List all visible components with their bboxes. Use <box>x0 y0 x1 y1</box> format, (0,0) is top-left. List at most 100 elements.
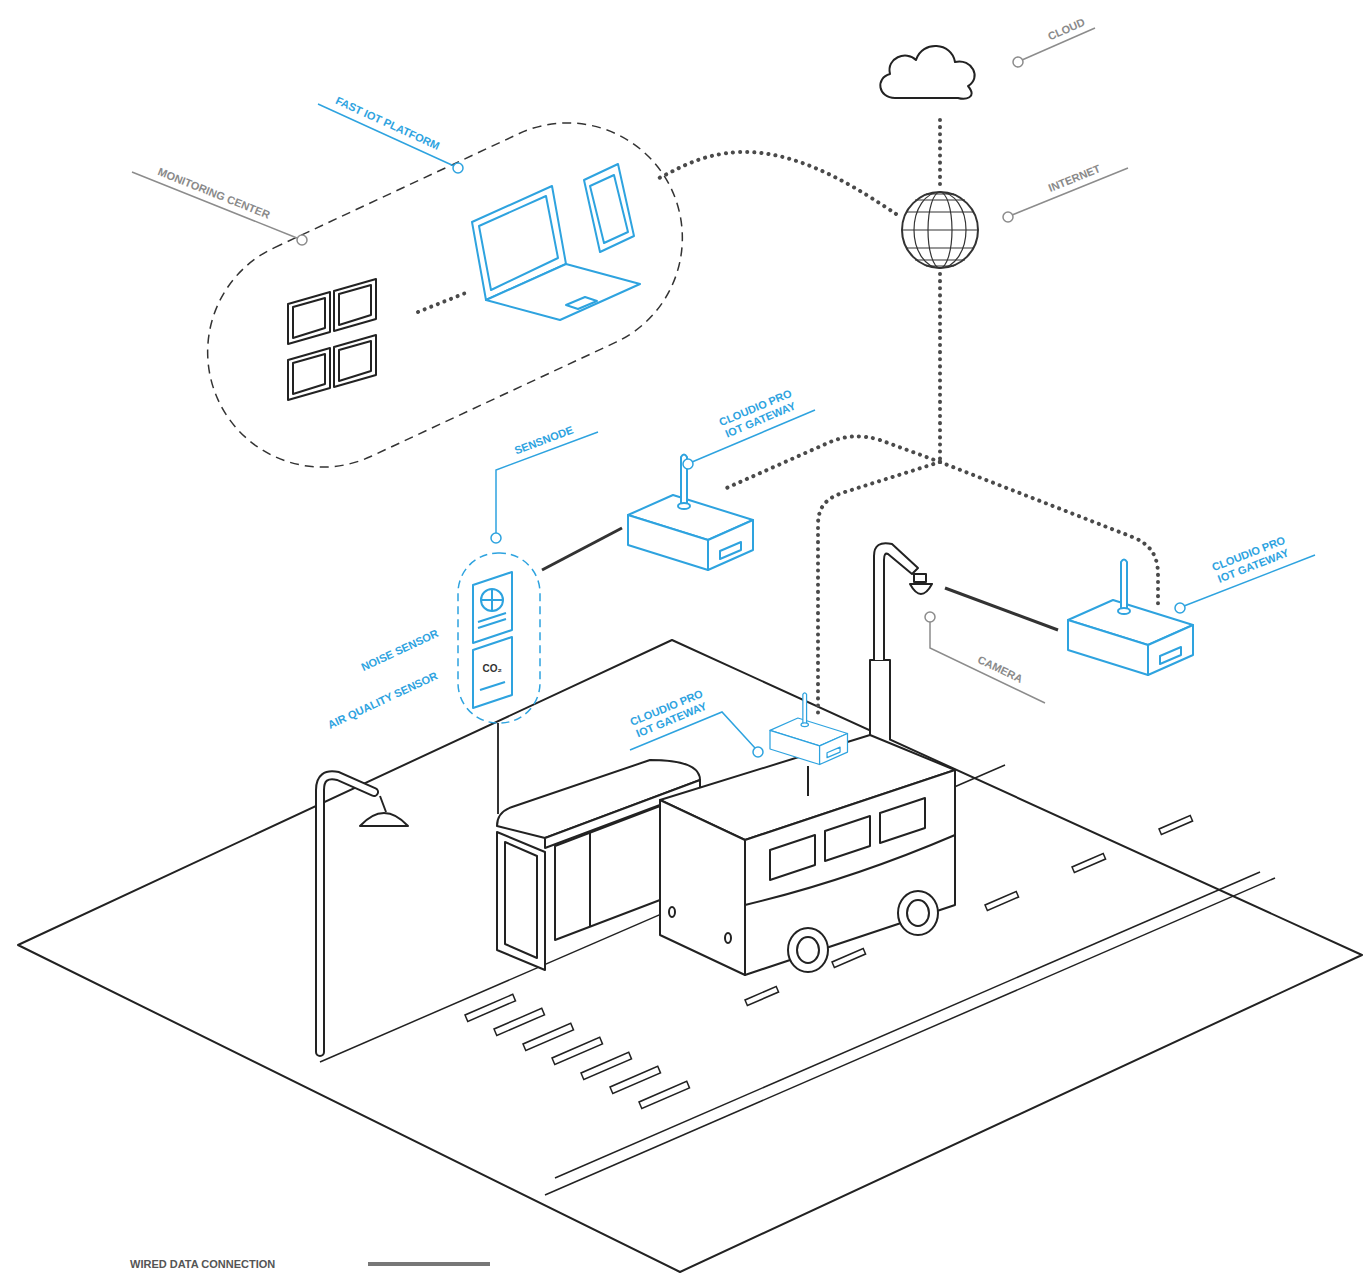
bus <box>725 933 731 943</box>
bus <box>788 928 828 972</box>
monitoring-center <box>293 298 325 338</box>
leader-lines <box>930 622 1045 703</box>
sensor-label: AIR QUALITY SENSOR <box>326 669 440 731</box>
leader-lines <box>1175 603 1185 613</box>
crosswalk <box>523 1023 574 1050</box>
network-dotted-links <box>818 462 940 718</box>
leader-lines <box>1013 57 1023 67</box>
network-dotted-links <box>938 274 942 462</box>
monitoring-center <box>170 85 720 505</box>
sensnode-group <box>458 553 540 723</box>
bus <box>660 800 745 975</box>
street-ground <box>18 640 1362 1272</box>
leader-lines <box>318 104 454 166</box>
crosswalk <box>465 994 690 1108</box>
leader-lines <box>453 163 463 173</box>
bus <box>807 766 809 796</box>
sensnode-group <box>480 682 505 690</box>
callout-label: CLOUD <box>1046 15 1087 43</box>
bus <box>825 816 870 861</box>
globe-icon <box>902 192 978 268</box>
callout-label: CAMERA <box>976 653 1025 686</box>
crosswalk <box>552 1037 603 1064</box>
lane-dashes <box>985 891 1019 910</box>
sensnode-group <box>478 613 506 628</box>
monitoring-center <box>293 354 325 394</box>
iot-gateway <box>628 455 1193 765</box>
laptop-tablet <box>590 175 628 243</box>
crosswalk <box>610 1066 661 1093</box>
bus <box>745 770 955 975</box>
iot-gateway <box>770 693 848 765</box>
wired-links <box>498 528 1058 814</box>
cloud-icon <box>880 46 974 99</box>
street-lamp <box>380 796 386 812</box>
cloud-icon <box>880 46 974 99</box>
camera-pole <box>874 543 918 660</box>
camera-pole <box>914 574 926 582</box>
street-lamp <box>320 775 408 1052</box>
monitoring-center <box>288 292 330 344</box>
sensnode-group <box>458 553 540 723</box>
bus <box>880 798 925 843</box>
bus <box>907 900 929 926</box>
leader-lines <box>132 28 1315 757</box>
leader-lines <box>925 612 935 622</box>
iot-gateway <box>1068 560 1193 676</box>
monitoring-center <box>339 341 371 381</box>
laptop-tablet <box>566 297 597 309</box>
bus-shelter <box>505 842 537 958</box>
iot-gateway <box>628 455 753 571</box>
leader-lines <box>753 747 763 757</box>
monitoring-center <box>334 335 376 387</box>
sensnode-group <box>473 637 512 708</box>
sensnode-group <box>473 572 512 643</box>
globe-icon <box>902 192 978 268</box>
monitoring-center <box>170 85 720 505</box>
laptop-tablet <box>472 164 640 320</box>
bus <box>797 937 819 963</box>
camera-pole <box>870 543 932 740</box>
monitoring-center <box>334 279 376 331</box>
bus <box>898 891 938 935</box>
street-ground <box>545 878 1275 1195</box>
leader-lines <box>683 459 693 469</box>
bus-shelter <box>589 833 591 927</box>
monitoring-center <box>418 292 468 312</box>
bus <box>669 907 675 917</box>
callout-label: MONITORING CENTER <box>156 165 272 221</box>
street-ground <box>18 640 1362 1272</box>
lane-dashes <box>1159 815 1193 834</box>
camera-pole <box>910 584 932 594</box>
network-dotted-links <box>722 436 940 490</box>
callout-label: FAST IOT PLATFORM <box>333 94 441 153</box>
wired-links <box>945 588 1058 630</box>
sensnode-group <box>481 589 503 611</box>
bus-shelter <box>497 832 545 970</box>
crosswalk <box>639 1081 690 1108</box>
bus <box>660 735 955 975</box>
network-dotted-links <box>655 152 896 214</box>
laptop-tablet <box>584 164 634 252</box>
legend-line-sample <box>368 1262 490 1266</box>
leader-lines <box>496 432 598 533</box>
bus <box>770 835 815 880</box>
lane-dashes <box>1072 853 1106 872</box>
wired-links <box>542 528 622 570</box>
monitoring-center <box>288 348 330 400</box>
legend-text: WIRED DATA CONNECTION <box>130 1258 275 1271</box>
monitoring-center <box>334 335 376 387</box>
crosswalk <box>465 994 516 1021</box>
sensor-icon-text: CO₂ <box>483 662 502 675</box>
globe-icon <box>902 194 978 266</box>
sensnode-group <box>481 589 503 611</box>
leader-lines <box>1003 212 1013 222</box>
street-lamp <box>320 775 374 1052</box>
monitoring-center <box>288 348 330 400</box>
street-lamp <box>360 813 408 826</box>
camera-pole <box>870 660 890 740</box>
monitoring-center <box>334 279 376 331</box>
crosswalk <box>494 1008 545 1035</box>
lane-dashes <box>832 948 866 967</box>
